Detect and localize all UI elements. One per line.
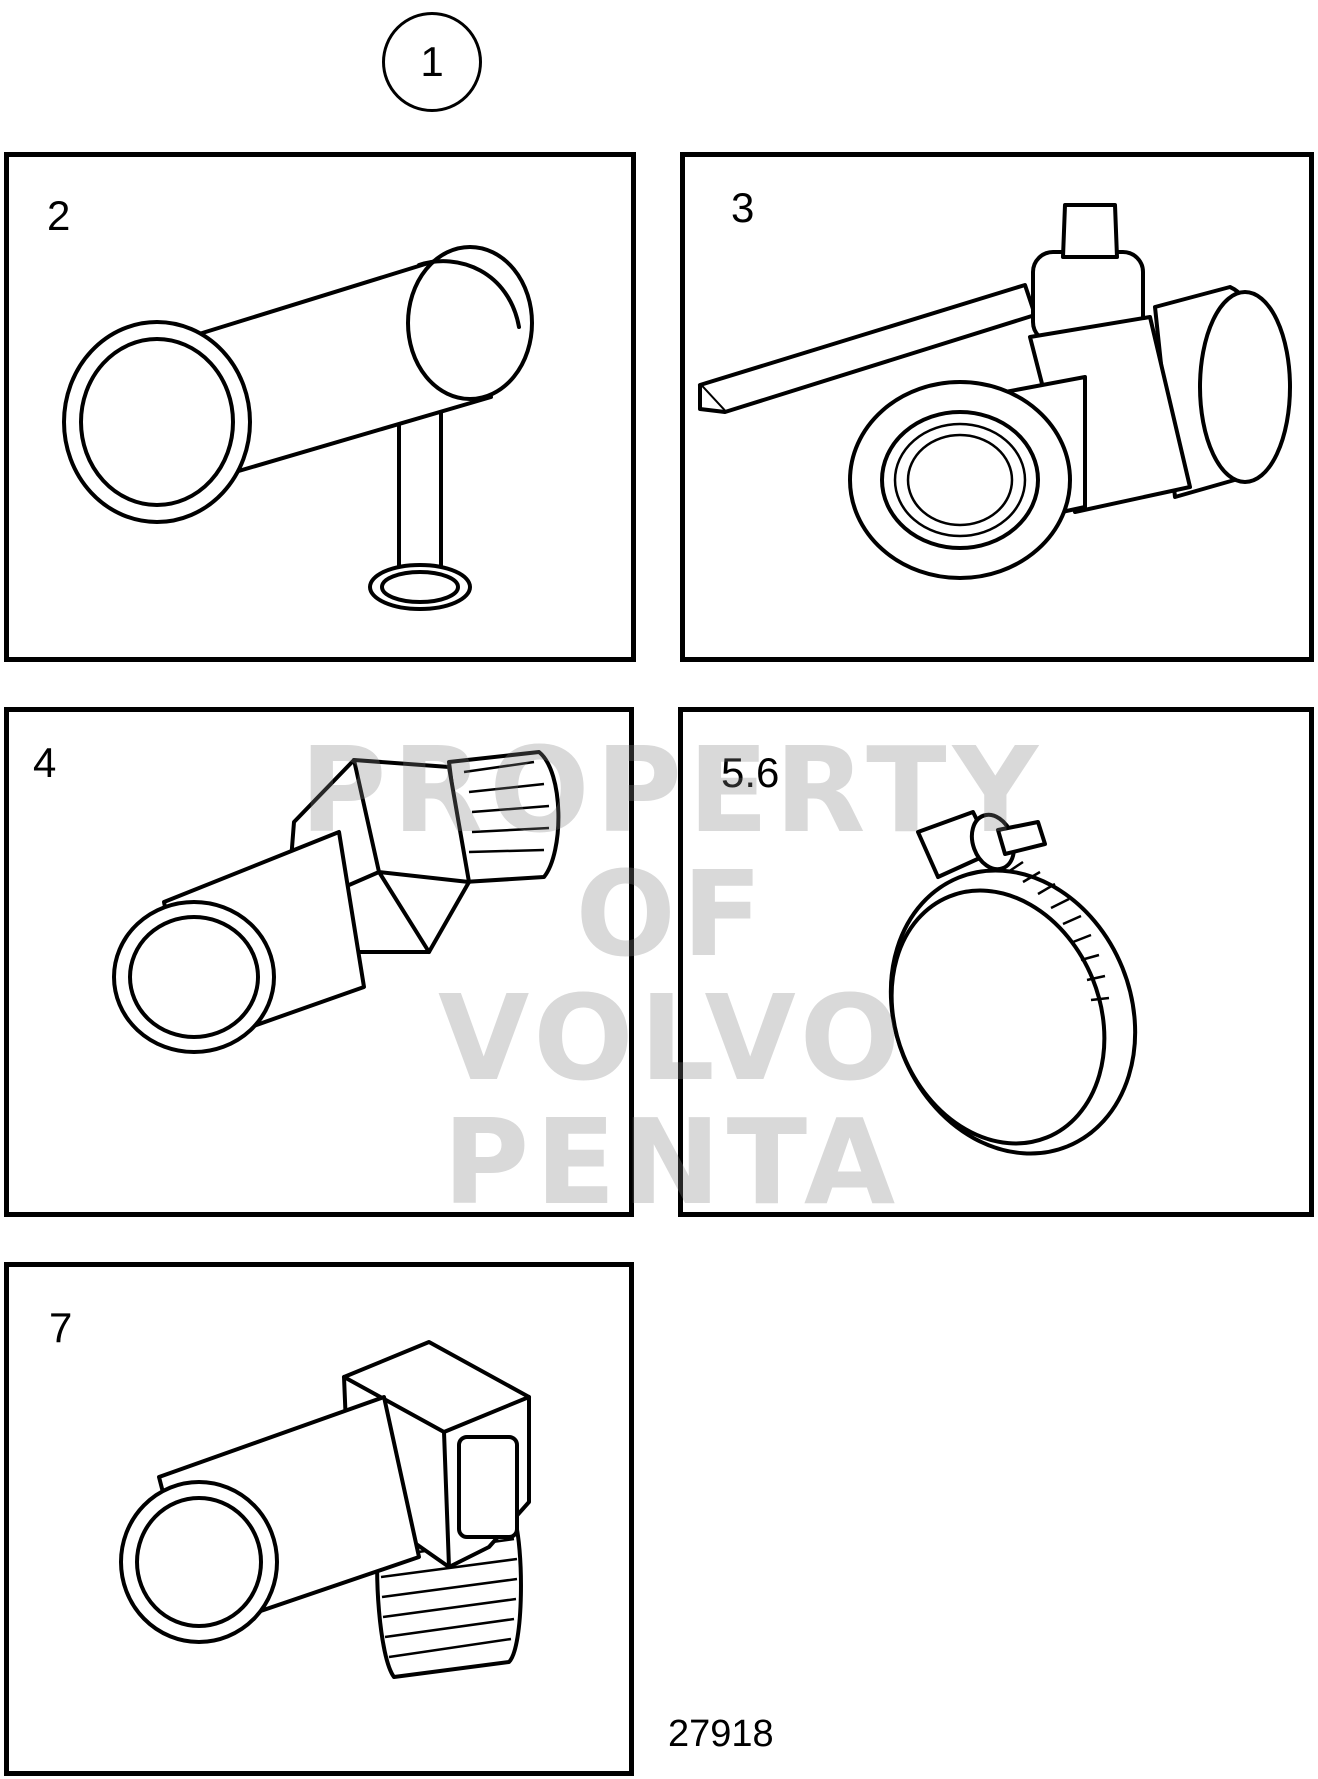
- elbow-hose-nipple-icon: [119, 1340, 531, 1679]
- callout-number: 1: [420, 38, 444, 85]
- panel-label: 2: [47, 192, 71, 239]
- panel-label: 4: [33, 739, 57, 786]
- drawing-number: 27918: [668, 1713, 774, 1755]
- reference-callout-1: 1: [382, 12, 482, 112]
- ball-valve-icon: [698, 203, 1292, 580]
- panel-3: 3: [680, 152, 1314, 662]
- hose-nipple-icon: [112, 750, 561, 1054]
- hose-clamp-icon: [888, 810, 1138, 1156]
- panel-5-6: 5.6: [678, 707, 1314, 1217]
- panel-2: 2: [4, 152, 636, 662]
- panel-label: 7: [49, 1304, 73, 1351]
- t-hose-connector-icon: [62, 245, 534, 611]
- panel-label: 3: [731, 184, 755, 231]
- panel-label: 5.6: [721, 749, 780, 796]
- panel-7: 7: [4, 1262, 634, 1776]
- panel-4: 4: [4, 707, 634, 1217]
